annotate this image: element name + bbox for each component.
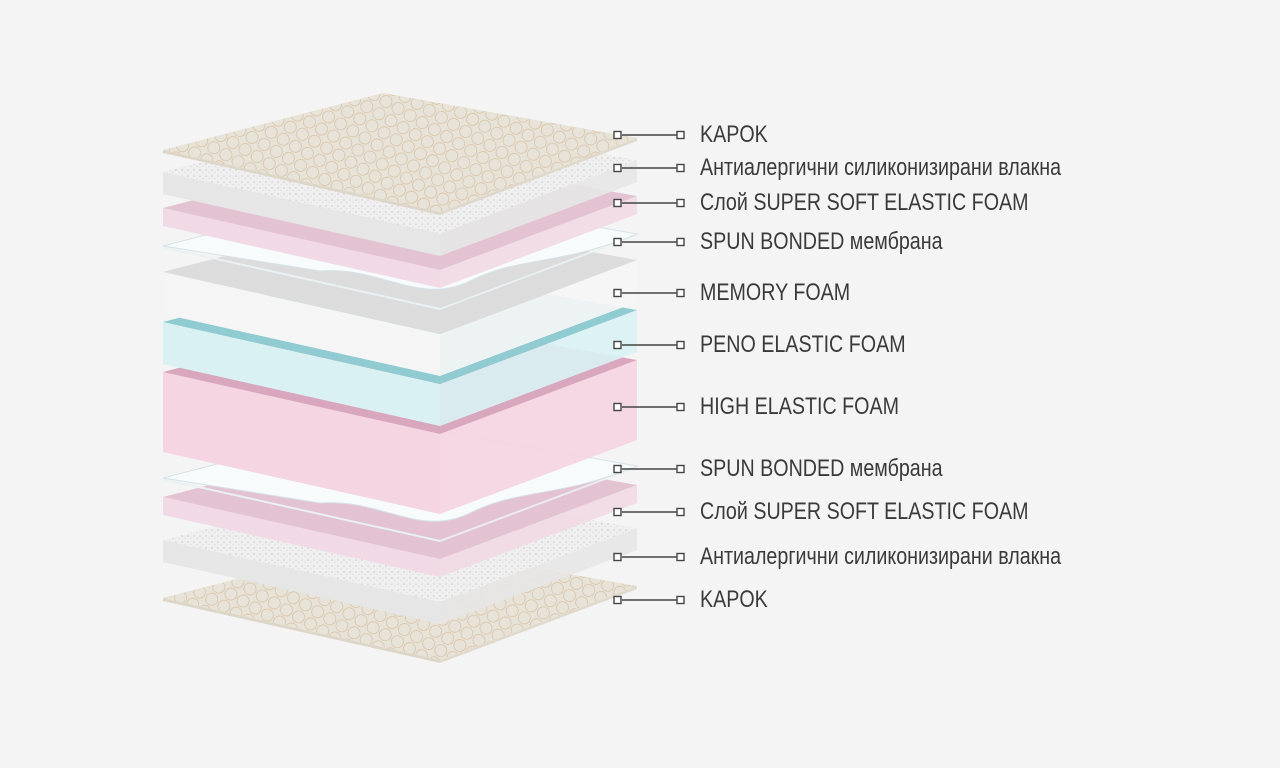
connector-line — [613, 130, 685, 140]
layer-label: HIGH ELASTIC FOAM — [700, 393, 900, 420]
layer-label: KAPOK — [700, 586, 768, 613]
connector-start-square — [613, 340, 622, 350]
layer-label: PENO ELASTIC FOAM — [700, 331, 906, 358]
layer-right-side — [440, 160, 637, 256]
connector-line — [613, 163, 685, 173]
layer-label: Антиалергични силиконизирани влакна — [700, 543, 1062, 570]
connector-end-square — [676, 340, 685, 350]
connector-end-square — [676, 198, 685, 208]
layer-right-side — [440, 466, 637, 542]
layer-label: SPUN BONDED мембрана — [700, 228, 943, 255]
layer-right-side — [440, 360, 637, 514]
connector-start-square — [613, 464, 622, 474]
layer-left-side — [163, 272, 440, 376]
layer-left-side — [163, 208, 440, 288]
layer-right-side — [440, 310, 637, 426]
connector-line — [613, 288, 685, 298]
connector-line — [613, 464, 685, 474]
layer-label: Антиалергични силиконизирани влакна — [700, 154, 1062, 181]
layer-right-side — [440, 196, 637, 288]
layer-left-side — [163, 172, 440, 256]
connector-end-square — [676, 595, 685, 605]
connector-line — [613, 402, 685, 412]
connector-start-square — [613, 288, 622, 298]
layer-left-side — [163, 478, 440, 542]
layer-label: SPUN BONDED мембрана — [700, 455, 943, 482]
connector-end-square — [676, 288, 685, 298]
layer-left-side — [163, 598, 440, 663]
connector-start-square — [613, 130, 622, 140]
kapok-quilt-pattern — [163, 93, 637, 212]
layer-right-side — [440, 234, 637, 310]
connector-line — [613, 552, 685, 562]
connector-end-square — [676, 237, 685, 247]
connector-line — [613, 198, 685, 208]
layer-right-side — [440, 586, 637, 663]
layer-label: MEMORY FOAM — [700, 279, 851, 306]
connector-line — [613, 237, 685, 247]
connector-line — [613, 507, 685, 517]
layer-kapok-0 — [163, 93, 637, 215]
connector-end-square — [676, 130, 685, 140]
layer-right-side — [440, 260, 637, 376]
connector-start-square — [613, 237, 622, 247]
layer-left-side — [163, 150, 440, 215]
layer-right-side — [440, 485, 637, 577]
layer-right-side — [440, 528, 637, 624]
connector-line — [613, 595, 685, 605]
connector-end-square — [676, 507, 685, 517]
connector-start-square — [613, 507, 622, 517]
connector-start-square — [613, 163, 622, 173]
layer-left-side — [163, 246, 440, 310]
connector-start-square — [613, 552, 622, 562]
layer-label: Слой SUPER SOFT ELASTIC FOAM — [700, 189, 1029, 216]
connector-start-square — [613, 198, 622, 208]
connector-end-square — [676, 163, 685, 173]
connector-start-square — [613, 595, 622, 605]
layer-left-side — [163, 540, 440, 624]
layer-left-side — [163, 497, 440, 577]
layer-right-side — [440, 138, 637, 215]
connector-start-square — [613, 402, 622, 412]
connector-end-square — [676, 402, 685, 412]
layer-left-side — [163, 372, 440, 514]
connector-end-square — [676, 552, 685, 562]
layer-label: Слой SUPER SOFT ELASTIC FOAM — [700, 498, 1029, 525]
layer-label: KAPOK — [700, 121, 768, 148]
layer-left-side — [163, 322, 440, 426]
connector-line — [613, 340, 685, 350]
connector-end-square — [676, 464, 685, 474]
